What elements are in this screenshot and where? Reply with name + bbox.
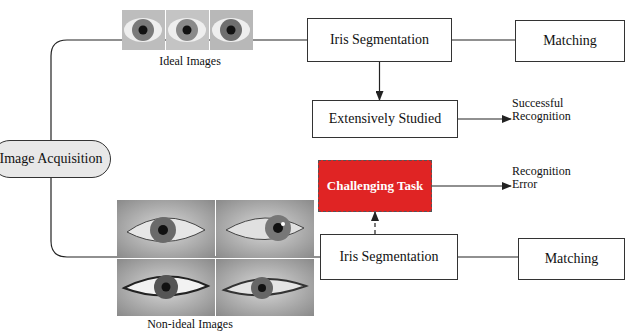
rounded-process-box: Image Acquisition xyxy=(0,140,111,178)
connector xyxy=(458,256,518,257)
image-caption: Ideal Images xyxy=(140,55,240,68)
ideal-eye xyxy=(122,10,165,50)
connector xyxy=(452,39,515,40)
connector xyxy=(51,40,307,140)
outcome-arrow xyxy=(432,185,511,186)
node-text: Challenging Task xyxy=(327,179,423,194)
node-text: Matching xyxy=(543,33,597,49)
process-box: Iris Segmentation xyxy=(320,234,458,280)
process-box: Iris Segmentation xyxy=(307,18,452,62)
node-text: Iris Segmentation xyxy=(330,32,429,48)
non-ideal-eye xyxy=(117,200,215,258)
node-text: Image Acquisition xyxy=(0,151,103,167)
non-ideal-eye xyxy=(117,259,215,316)
node-text: Iris Segmentation xyxy=(339,249,438,265)
connector xyxy=(379,62,380,100)
process-box: Matching xyxy=(518,238,625,280)
outcome-arrow xyxy=(458,118,511,119)
process-box: Matching xyxy=(515,20,625,62)
image-caption: Non-ideal Images xyxy=(120,318,260,331)
ideal-eye xyxy=(210,10,253,50)
node-text: Matching xyxy=(545,251,599,267)
ideal-eye xyxy=(166,10,209,50)
outcome-label: Successful Recognition xyxy=(512,97,588,123)
connector xyxy=(374,212,375,234)
process-box: Extensively Studied xyxy=(312,100,458,138)
connector xyxy=(51,178,320,257)
highlight-box: Challenging Task xyxy=(318,160,432,212)
node-text: Extensively Studied xyxy=(329,111,441,127)
non-ideal-eye xyxy=(216,259,314,316)
outcome-label: Recognition Error xyxy=(512,165,588,191)
non-ideal-eye xyxy=(216,200,314,258)
